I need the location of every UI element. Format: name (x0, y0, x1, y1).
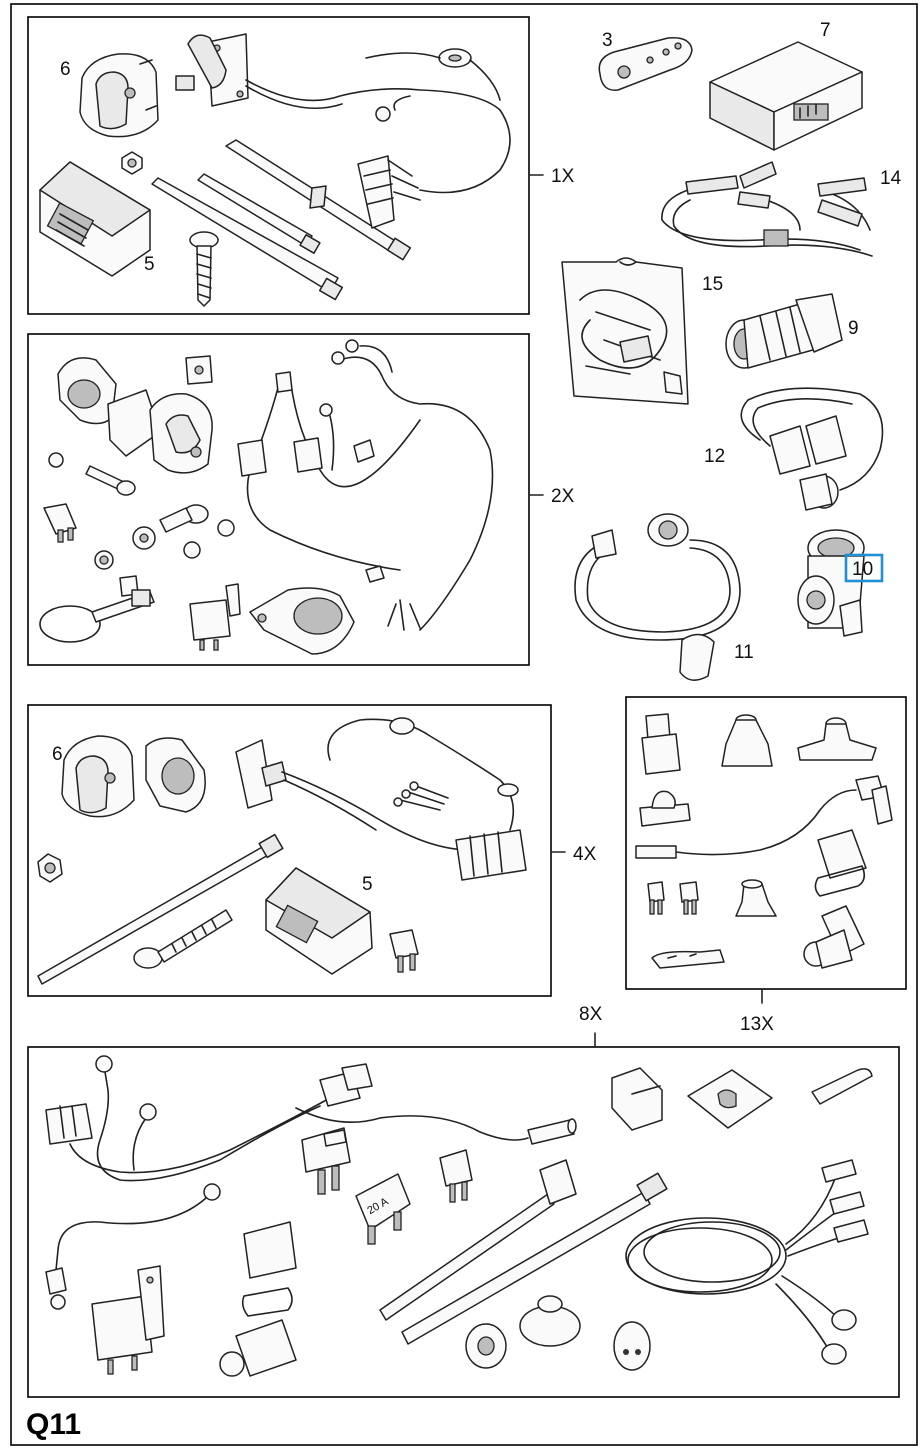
part-11-extension-cable (574, 513, 741, 681)
group-4x: 4X 6 5 (27, 704, 597, 997)
group-4x-box (27, 704, 552, 997)
grommet-13x-c (735, 879, 777, 917)
bolt-short (159, 504, 209, 533)
connector-housing-13x (641, 713, 681, 775)
control-module-5 (39, 161, 151, 277)
part-7-module-box (709, 41, 863, 151)
group-8x-box (27, 1046, 900, 1398)
outer-frame (10, 3, 918, 1446)
inline-fuse-holder-13x (635, 775, 893, 859)
group-1x-label: 1X (551, 166, 575, 187)
terminal-8x (811, 1068, 873, 1105)
part-15-bag (561, 257, 689, 405)
figure-code: Q11 (26, 1408, 81, 1441)
mounting-plate (57, 357, 117, 425)
part-label-5-top: 5 (144, 254, 155, 275)
relay-connector-8x (45, 1103, 93, 1145)
cable-ties (151, 139, 412, 301)
grommets-8x (465, 1295, 651, 1371)
fuse-holder-13x (803, 905, 865, 969)
part-14-jumper-cables (661, 161, 873, 257)
wire-coil-8x (625, 1159, 869, 1365)
part-label-15: 15 (702, 274, 723, 295)
clip-nut (185, 355, 213, 385)
part-12-adapter-cable (740, 387, 884, 511)
part-label-10: 10 (852, 559, 873, 580)
fuse-mini (43, 503, 77, 543)
fuse-cover-8x (241, 1221, 297, 1317)
group-4x-label: 4X (573, 844, 597, 865)
part-label-3: 3 (602, 30, 613, 51)
fuses-13x (647, 881, 699, 915)
plug-with-flange (175, 33, 511, 194)
part-label-12: 12 (704, 446, 725, 467)
screw-4x (133, 909, 233, 969)
washers (94, 519, 235, 570)
connector-housing-8x (611, 1067, 663, 1131)
part-label-9: 9 (848, 318, 859, 339)
plug-harness-4x (235, 717, 527, 881)
harness-connector (357, 155, 421, 229)
group-13x-box (625, 696, 907, 990)
screw (189, 231, 219, 307)
part-3-mounting-plate (598, 37, 693, 91)
group-2x-box (27, 333, 530, 666)
control-module-5-lower (265, 867, 373, 975)
ring-terminal-8x (55, 1183, 221, 1271)
part-label-6-top: 6 (60, 59, 71, 80)
part-10-highlight[interactable] (844, 553, 884, 583)
group-2x-label: 2X (551, 486, 575, 507)
fuse-holder-8x (301, 1127, 351, 1195)
cable-tie-4x (37, 833, 284, 985)
group-1x-box (27, 16, 530, 315)
cable-grommet (365, 48, 501, 101)
group-1x: 1X 6 (27, 16, 575, 315)
fuse-cover-13x (814, 829, 867, 897)
bolt-long (85, 465, 136, 496)
part-label-6-lower: 6 (52, 744, 63, 765)
right-top-parts: 3 7 14 (561, 20, 902, 681)
cable-tie-2x (39, 589, 155, 643)
grommet-13x-b (797, 717, 877, 761)
relay-8x (91, 1265, 165, 1375)
group-8x: 8X 20 A (27, 1004, 900, 1398)
terminal-strip-13x (651, 949, 725, 969)
small-nut (48, 452, 64, 468)
part-label-5-lower: 5 (362, 874, 373, 895)
harness-8x (69, 1055, 577, 1182)
relay-2x (189, 583, 241, 651)
fuse-20a: 20 A (355, 1173, 411, 1245)
part-label-7: 7 (820, 20, 831, 41)
socket-part-6-lower (61, 735, 135, 818)
part-10-socket (797, 529, 865, 637)
bracket-2x (249, 587, 355, 655)
grommet-13x-a (721, 714, 773, 767)
group-13x: 13X (625, 696, 907, 1035)
ring-terminal (375, 95, 411, 122)
socket-part-6 (79, 53, 159, 138)
group-8x-label: 8X (579, 1004, 603, 1025)
hex-nut (121, 151, 143, 175)
socket-assembly (107, 389, 213, 474)
flange-plate-4x (145, 737, 206, 813)
hex-nut-4x (37, 853, 63, 883)
fuse-holder-8x-b (219, 1319, 297, 1377)
cable-clip-13x (639, 790, 691, 827)
group-2x: 2X (27, 333, 575, 666)
bulb-holder-8x (45, 1267, 67, 1310)
wiring-harness-2x (237, 339, 494, 631)
cable-ties-8x (379, 1159, 668, 1345)
part-label-14: 14 (880, 168, 902, 189)
part-9-adapter (725, 293, 843, 369)
cable-clip-8x (687, 1069, 773, 1129)
part-label-11: 11 (734, 642, 754, 663)
fuse-4x (389, 929, 419, 973)
group-13x-label: 13X (740, 1014, 774, 1035)
mini-fuse-8x (439, 1149, 473, 1203)
